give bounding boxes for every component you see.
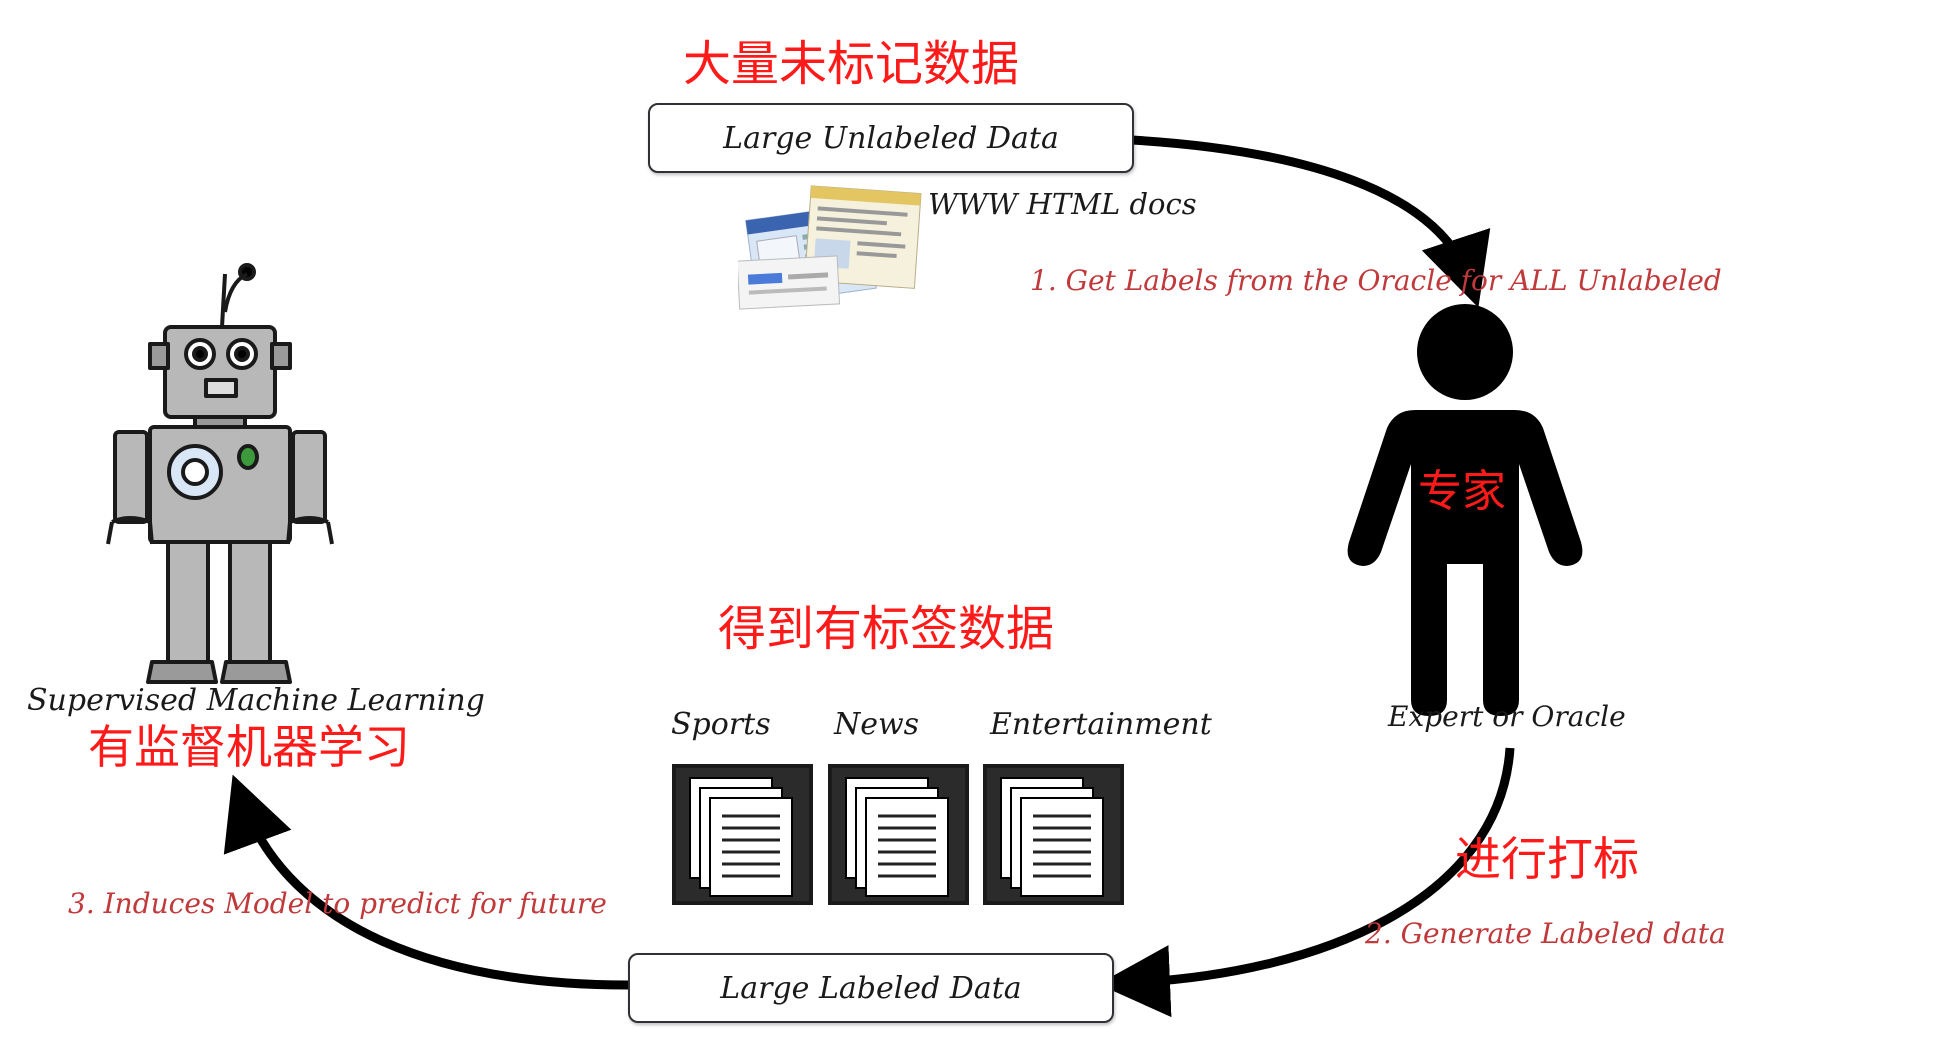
large-unlabeled-data-label: Large Unlabeled Data [723, 120, 1059, 156]
category-sports: Sports [671, 707, 771, 742]
step2-label: 2. Generate Labeled data [1365, 917, 1726, 950]
sports-document-stack-icon [672, 764, 813, 905]
step2-label-zh: 进行打标 [1455, 832, 1639, 886]
top-title-zh: 大量未标记数据 [683, 36, 1020, 92]
arrow-top-to-expert [1131, 135, 1491, 308]
bottom-title-zh: 得到有标签数据 [718, 601, 1055, 657]
www-docs-image [738, 185, 922, 310]
step1-label: 1. Get Labels from the Oracle for ALL Un… [1030, 264, 1722, 297]
large-labeled-data-label: Large Labeled Data [720, 970, 1022, 1006]
news-document-stack-icon [828, 764, 969, 905]
person-icon [1347, 304, 1583, 716]
robot-label-zh: 有监督机器学习 [88, 720, 410, 774]
entertainment-document-stack-icon [983, 764, 1124, 905]
robot-icon [106, 263, 334, 684]
expert-label-zh: 专家 [1418, 466, 1506, 517]
expert-label: Expert or Oracle [1388, 700, 1626, 733]
step3-label: 3. Induces Model to predict for future [68, 887, 607, 920]
large-unlabeled-data-box: Large Unlabeled Data [648, 103, 1134, 173]
large-labeled-data-box: Large Labeled Data [628, 953, 1114, 1023]
category-news: News [834, 707, 920, 742]
arrow-labeled-to-robot [223, 774, 629, 990]
www-html-docs-label: WWW HTML docs [928, 187, 1197, 221]
robot-label: Supervised Machine Learning [27, 683, 485, 718]
arrow-expert-to-labeled [1098, 747, 1515, 1018]
category-entertainment: Entertainment [990, 707, 1212, 742]
